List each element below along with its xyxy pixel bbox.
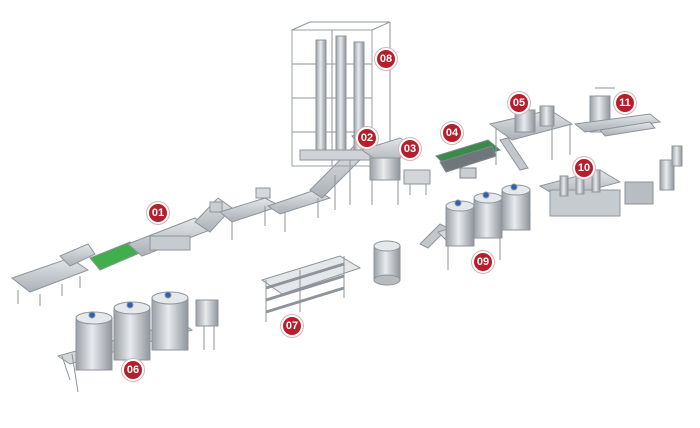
- heat-exchanger-rack: [260, 255, 362, 322]
- marker-10: 10: [573, 157, 595, 179]
- sterilizer-module: [538, 145, 683, 217]
- marker-09: 09: [472, 251, 494, 273]
- marker-03: 03: [399, 138, 421, 160]
- extraction-platform: [488, 105, 574, 171]
- large-tanks-group: [56, 291, 219, 393]
- marker-06: 06: [122, 359, 144, 381]
- marker-11: 11: [614, 92, 636, 114]
- marker-08: 08: [375, 48, 397, 70]
- marker-01: 01: [147, 202, 169, 224]
- belt-press: [435, 139, 502, 179]
- marker-07: 07: [281, 315, 303, 337]
- marker-05: 05: [508, 92, 530, 114]
- marker-02: 02: [356, 127, 378, 149]
- filling-line: [573, 87, 662, 137]
- washing-conveyor-line: [10, 187, 332, 306]
- storage-tanks-group: [419, 183, 532, 270]
- mixing-tank: [373, 240, 401, 286]
- marker-04: 04: [441, 122, 463, 144]
